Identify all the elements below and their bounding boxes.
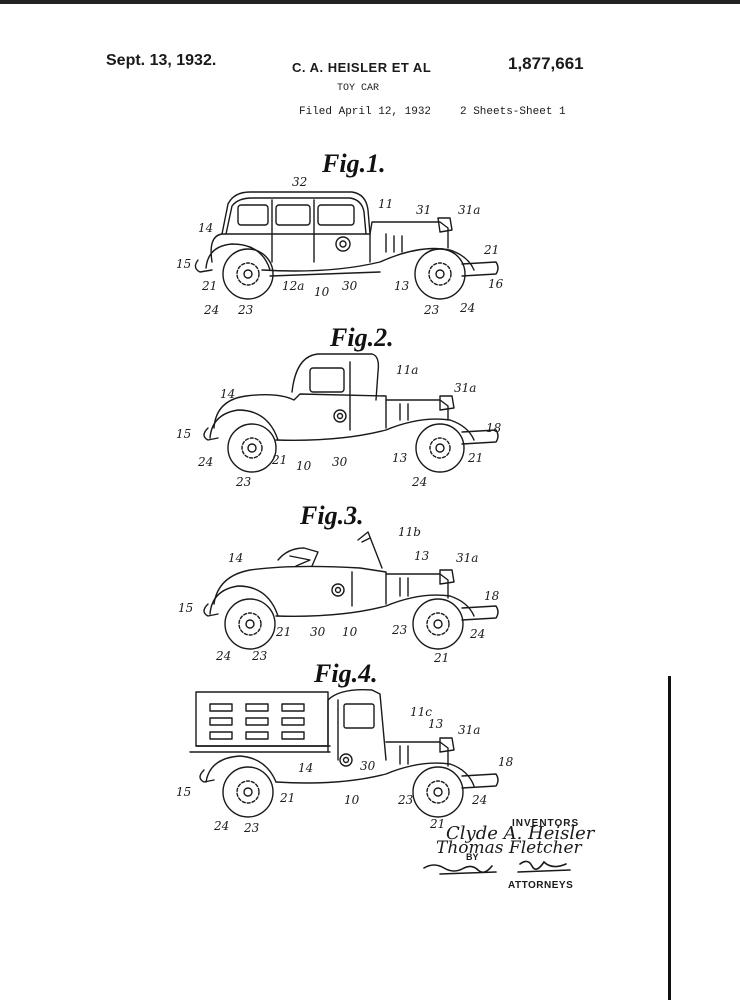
top-border [0,0,740,4]
fig1-label-30: 30 [342,279,358,293]
fig2-car-body [203,353,499,445]
by-label: BY [466,852,479,862]
fig4-label-13: 13 [428,717,444,731]
fig3-label-21-left: 21 [275,625,291,639]
fig3-label-21-right: 21 [433,651,449,665]
fig4-car-body [189,689,499,789]
patent-date: Sept. 13, 1932. [106,52,217,69]
fig1-label-24-right: 24 [459,301,475,315]
figure-1-title: Fig.1. [321,149,386,178]
fig1-label-11: 11 [378,197,393,211]
fig2-label-18: 18 [486,421,502,435]
fig1-label-32: 32 [292,175,307,189]
fig4-label-30: 30 [360,759,376,773]
figure-3: Fig.3. [178,501,500,665]
fig1-label-31a: 31a [458,203,480,217]
fig3-label-10: 10 [342,625,358,639]
fig2-rear-wheel [227,423,277,473]
fig1-front-wheel [414,248,466,300]
fig1-label-21-left: 21 [201,279,217,293]
fig1-label-23-left: 23 [237,303,254,317]
fig1-label-10: 10 [314,285,330,299]
fig1-label-31: 31 [416,203,431,217]
fig1-label-16: 16 [488,277,504,291]
fig4-rear-wheel [222,766,274,818]
fig3-rear-wheel [224,598,276,650]
fig3-label-11b: 11b [398,525,421,539]
fig2-front-wheel [415,423,465,473]
figure-2: Fig.2. 11a 31 [176,323,502,489]
fig1-label-21-right: 21 [483,243,499,257]
inventor-line: C. A. HEISLER ET AL [292,60,432,75]
fig4-label-21-right: 21 [429,817,445,831]
attorneys-heading: ATTORNEYS [508,880,574,891]
fig2-label-14: 14 [220,387,235,401]
fig2-label-15: 15 [176,427,191,441]
fig1-label-23-right: 23 [423,303,440,317]
fig4-label-24-right: 24 [471,793,487,807]
fig4-label-31a: 31a [458,723,480,737]
fig3-label-24-left: 24 [215,649,231,663]
patent-title: TOY CAR [337,83,380,94]
fig1-label-12a: 12a [282,279,304,293]
fig4-label-23-right: 23 [397,793,414,807]
filed-date: Filed April 12, 1932 [299,106,432,118]
fig2-label-21-left: 21 [271,453,287,467]
fig3-label-18: 18 [484,589,500,603]
fig2-label-31a: 31a [454,381,476,395]
fig1-label-13: 13 [394,279,410,293]
attorney-signature [423,860,571,875]
fig3-label-23-left: 23 [251,649,268,663]
figure-4-title: Fig.4. [313,659,378,688]
fig4-label-14: 14 [298,761,313,775]
fig1-label-15: 15 [176,257,191,271]
fig1-rear-wheel [222,248,274,300]
fig2-label-10: 10 [296,459,312,473]
fig2-label-11a: 11a [396,363,418,377]
scan-edge-line [668,676,671,1000]
figure-1: Fig.1. [176,149,504,317]
fig1-label-14: 14 [198,221,213,235]
fig4-label-11c: 11c [410,705,432,719]
fig2-label-30: 30 [332,455,348,469]
fig1-label-24-left: 24 [203,303,219,317]
fig2-label-23-right: 24 [411,475,427,489]
fig1-car-body [194,191,499,277]
figure-4: Fig.4. [176,659,514,835]
fig3-label-24-right: 24 [469,627,485,641]
fig3-label-13: 13 [414,549,430,563]
fig4-label-23-left: 23 [243,821,260,835]
patent-number: 1,877,661 [508,54,584,73]
fig3-label-14: 14 [228,551,243,565]
sheet-count: 2 Sheets-Sheet 1 [460,106,566,118]
fig4-front-wheel [412,766,464,818]
fig4-label-24-left: 24 [213,819,229,833]
fig3-label-23-right: 23 [391,623,408,637]
fig3-label-30: 30 [310,625,326,639]
fig3-front-wheel [412,598,464,650]
fig4-label-21-left: 21 [279,791,295,805]
inventors-heading: INVENTORS [512,818,580,829]
fig3-label-15: 15 [178,601,193,615]
fig4-label-18: 18 [498,755,514,769]
fig2-label-23-left: 23 [235,475,252,489]
fig4-label-10: 10 [344,793,360,807]
figure-2-title: Fig.2. [329,323,394,352]
inventor-signature-1: Clyde A. Heisler [446,823,595,844]
inventor-signature-2: Thomas Fletcher [436,838,582,858]
fig4-label-15: 15 [176,785,191,799]
figure-3-title: Fig.3. [299,501,364,530]
fig2-label-24-left: 24 [197,455,213,469]
fig3-car-body [203,531,499,621]
fig3-label-31a: 31a [456,551,478,565]
fig2-label-21-right: 21 [467,451,483,465]
fig2-label-13: 13 [392,451,408,465]
